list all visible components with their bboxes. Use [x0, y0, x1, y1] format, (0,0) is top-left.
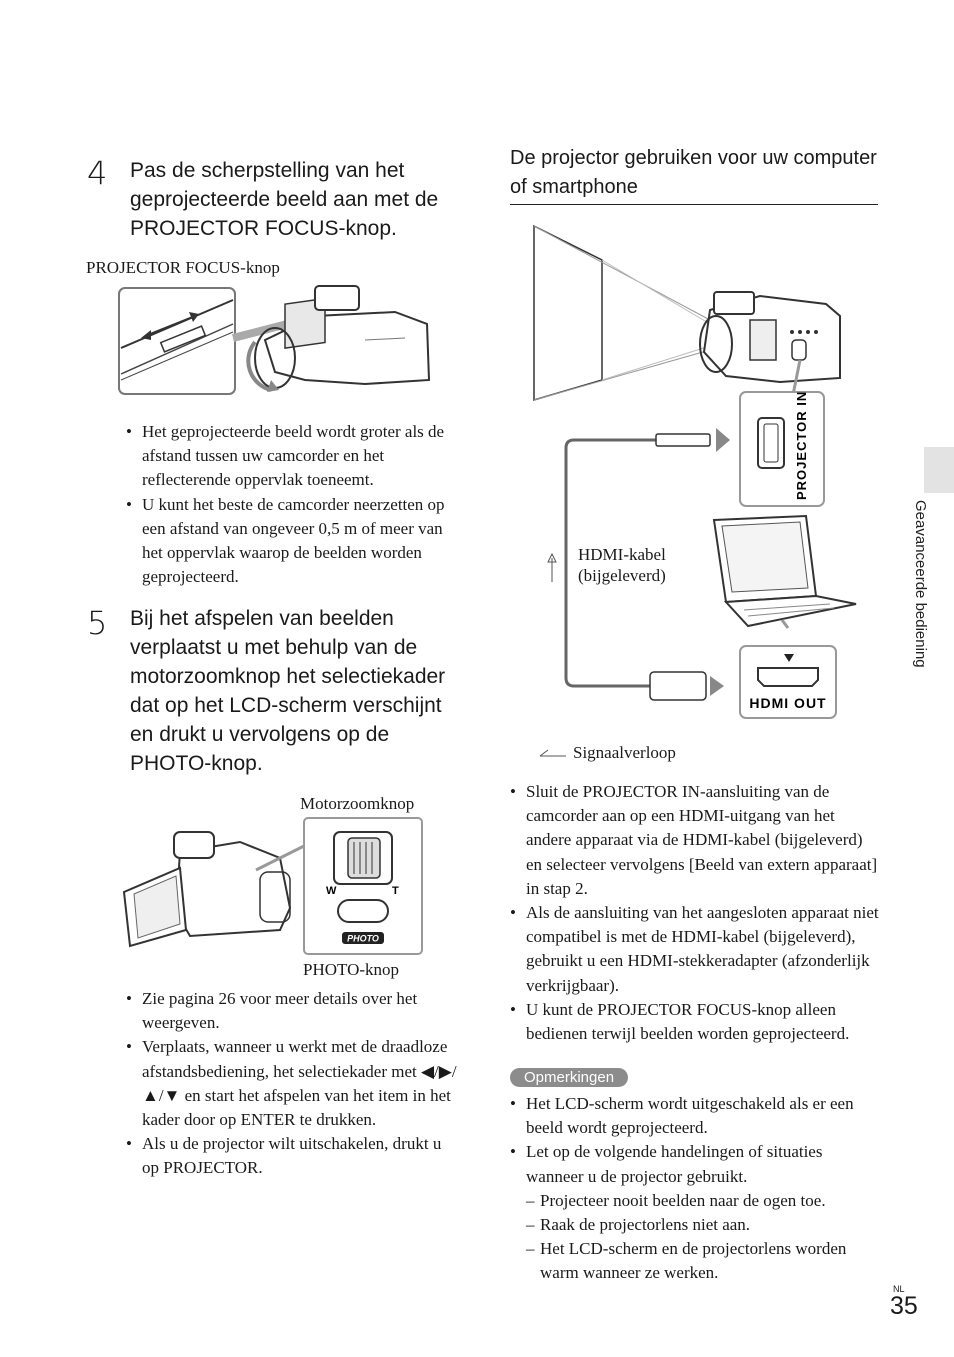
zoom-photo-figure: W T PHOTO: [122, 817, 423, 955]
signal-arrow-icon: [539, 749, 566, 757]
section-side-label: Geavanceerde bediening: [912, 500, 929, 668]
list-item: Projecteer nooit beelden naar de ogen to…: [526, 1189, 880, 1213]
zoom-lever-label: Motorzoomknop: [300, 794, 415, 813]
list-item: Let op de volgende handelingen of situat…: [510, 1140, 880, 1285]
list-item: Het geprojecteerde beeld wordt groter al…: [126, 420, 461, 493]
sub-notes: Projecteer nooit beelden naar de ogen to…: [526, 1189, 880, 1286]
port-in-text: PROJECTOR IN: [794, 391, 809, 500]
list-item: Als u de projector wilt uitschakelen, dr…: [126, 1132, 461, 1180]
step-5-bullets: Zie pagina 26 voor meer details over het…: [126, 987, 461, 1181]
zoom-t-text: T: [392, 885, 399, 897]
list-item: U kunt het beste de camcorder neerzetten…: [126, 493, 461, 590]
signal-label: Signaalverloop: [573, 743, 676, 762]
step-5-text: Bij het afspelen van beelden verplaatst …: [130, 607, 446, 775]
section-title: De projector gebruiken voor uw computer …: [510, 144, 878, 205]
notes-badge: Opmerkingen: [510, 1068, 629, 1087]
hdmi-cable-label: HDMI-kabel (bijgeleverd): [578, 545, 666, 585]
notes-list: Het LCD-scherm wordt uitgeschakeld als e…: [510, 1092, 880, 1286]
port-out-text: HDMI OUT: [749, 695, 826, 711]
projector-focus-figure: [118, 285, 431, 395]
page-number: 35: [890, 1292, 918, 1320]
step-4-bullets: Het geprojecteerde beeld wordt groter al…: [126, 420, 461, 589]
side-tab: [924, 447, 954, 493]
language-code: NL: [893, 1284, 905, 1294]
list-item: Als de aansluiting van het aangesloten a…: [510, 901, 880, 998]
note-text: Let op de volgende handelingen of situat…: [526, 1142, 823, 1186]
list-item: U kunt de PROJECTOR FOCUS-knop alleen be…: [510, 998, 880, 1046]
list-item: Zie pagina 26 voor meer details over het…: [126, 987, 461, 1035]
photo-button-text: PHOTO: [347, 934, 379, 944]
zoom-w-text: W: [326, 885, 337, 897]
projector-focus-label: PROJECTOR FOCUS-knop: [86, 258, 280, 277]
list-item: Sluit de PROJECTOR IN-aansluiting van de…: [510, 780, 880, 901]
right-bullets: Sluit de PROJECTOR IN-aansluiting van de…: [510, 780, 880, 1046]
projector-connection-figure: PROJECTOR IN HDMI OUT: [533, 224, 857, 719]
step-4-number: 4: [87, 154, 108, 192]
step-5-number: 5: [87, 604, 108, 642]
list-item: Het LCD-scherm wordt uitgeschakeld als e…: [510, 1092, 880, 1140]
list-item: Het LCD-scherm en de projectorlens worde…: [526, 1237, 880, 1285]
list-item: Raak de projectorlens niet aan.: [526, 1213, 880, 1237]
photo-button-label: PHOTO-knop: [303, 960, 400, 979]
step-4-text: Pas de scherpstelling van het geprojecte…: [130, 159, 439, 240]
list-item: Verplaats, wanneer u werkt met de draadl…: [126, 1035, 461, 1132]
